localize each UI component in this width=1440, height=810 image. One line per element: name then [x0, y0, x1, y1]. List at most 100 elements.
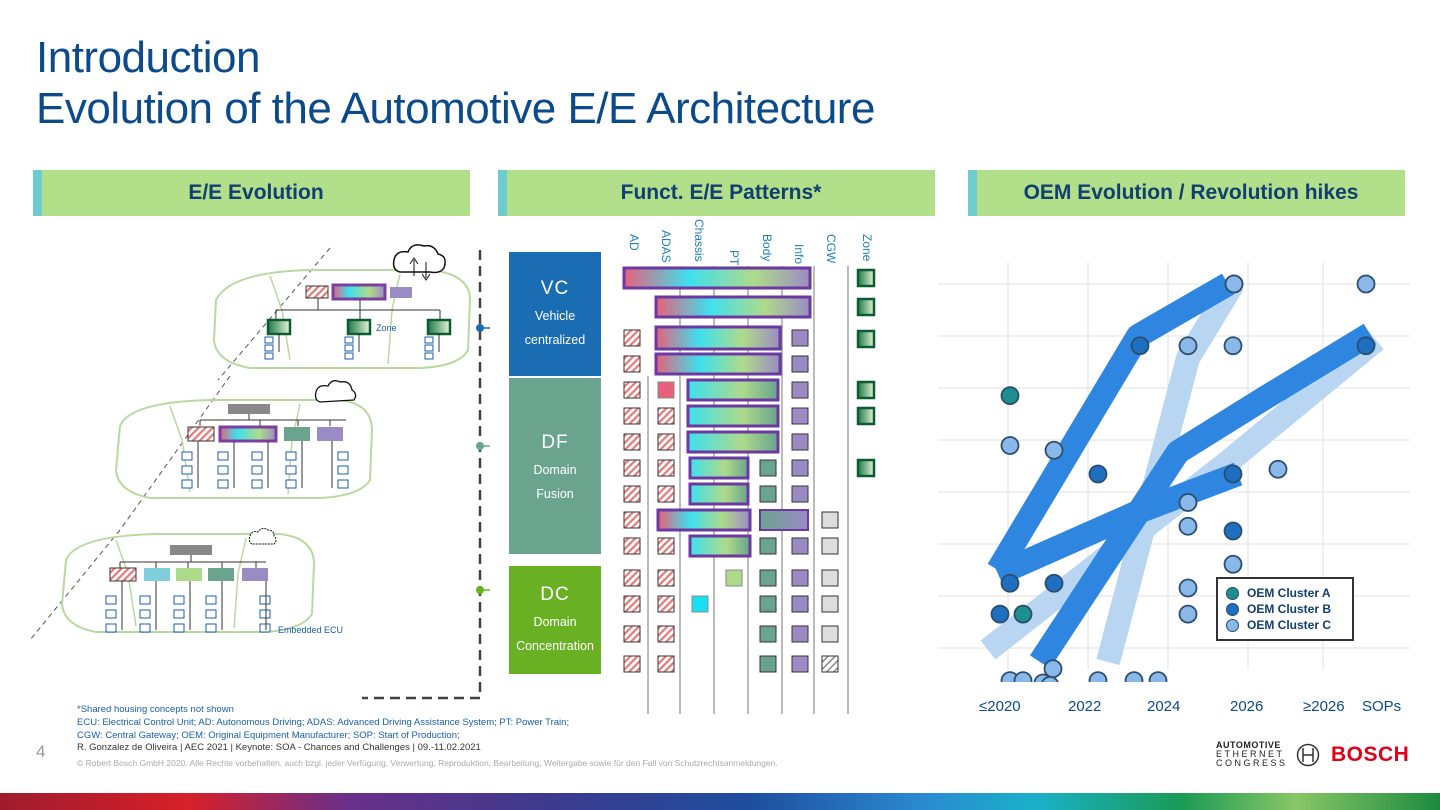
stage-domain-fusion: DF Domain Fusion [509, 378, 601, 554]
point-cluster-b [1088, 464, 1108, 484]
col-label-pt: PT [727, 250, 741, 266]
pattern-row [623, 430, 809, 454]
point-cluster-c [1178, 493, 1198, 512]
stage-desc-line2: Concentration [516, 639, 594, 653]
trend-band-dark [987, 273, 1235, 577]
point-cluster-b [990, 604, 1010, 624]
point-cluster-c [1356, 274, 1376, 294]
stage-desc-line2: Fusion [536, 487, 574, 501]
legend-label: OEM Cluster C [1247, 618, 1332, 632]
stage-vehicle-centralized: VC Vehicle centralized [509, 252, 601, 376]
pattern-row [623, 482, 809, 506]
pattern-row [623, 569, 839, 587]
connector-dot [476, 324, 484, 332]
legend-item: OEM Cluster C [1226, 617, 1352, 633]
col-label-ad: AD [627, 234, 641, 251]
legend-label: OEM Cluster B [1247, 602, 1332, 616]
pattern-row [654, 295, 812, 319]
stage-desc-line1: Vehicle [534, 309, 576, 323]
section-header-patterns: Funct. E/E Patterns* [498, 170, 935, 216]
slide-title-line1: Introduction [36, 33, 260, 82]
pattern-row [623, 655, 839, 673]
trend-band-dark [1029, 323, 1377, 669]
presentation-meta: R. Gonzalez de Oliveira | AEC 2021 | Key… [77, 742, 481, 753]
footnote-shared: *Shared housing concepts not shown [77, 704, 234, 715]
perspective-line [119, 375, 231, 531]
cloud-icon [392, 244, 446, 274]
cloud-icon [314, 380, 357, 403]
x-tick-label: 2022 [1068, 698, 1102, 715]
cloud-icon [248, 527, 277, 545]
trend-band-light [980, 330, 1384, 660]
chart-points [990, 274, 1376, 682]
col-label-zone: Zone [860, 234, 874, 262]
point-cluster-c [1043, 659, 1063, 679]
car-domain-fusion [114, 380, 374, 499]
pattern-row [622, 266, 812, 290]
legend-swatch [1226, 602, 1239, 616]
point-cluster-a [1013, 604, 1033, 624]
point-cluster-c [1013, 671, 1033, 682]
car-domain-concentration [60, 527, 316, 633]
bottom-color-bar [0, 793, 1440, 810]
perspective-line [29, 529, 121, 641]
section-header-evolution: E/E Evolution [33, 170, 470, 216]
stage-abbr: DF [541, 432, 569, 453]
col-label-cgw: CGW [824, 234, 838, 264]
stage-desc-line1: Domain [533, 615, 577, 629]
pattern-row [623, 378, 809, 402]
functional-patterns-grid [622, 266, 876, 714]
point-cluster-c [1088, 671, 1108, 682]
pattern-row [623, 456, 809, 480]
connector-dashed [362, 250, 482, 700]
point-cluster-c [1148, 671, 1168, 682]
pattern-row [623, 625, 839, 643]
connector-dot [476, 586, 484, 594]
legend-item: OEM Cluster A [1226, 585, 1352, 601]
pattern-row [623, 352, 809, 376]
legend-swatch [1226, 618, 1239, 632]
legend-swatch [1226, 586, 1239, 600]
x-tick-label: ≤2020 [979, 698, 1021, 715]
point-cluster-c [1178, 604, 1198, 624]
point-cluster-c [1044, 440, 1064, 460]
point-cluster-b [1223, 521, 1243, 541]
point-cluster-c [1041, 675, 1059, 682]
stage-abbr: DC [540, 584, 570, 605]
footnote-abbr1: ECU: Electrical Control Unit; AD: Autono… [77, 717, 570, 728]
section-header-evolution-label: E/E Evolution [188, 181, 324, 204]
chart-legend: OEM Cluster A OEM Cluster B OEM Cluster … [1216, 577, 1354, 641]
legend-item: OEM Cluster B [1226, 601, 1352, 617]
pattern-row [623, 325, 809, 351]
x-tick-label: 2026 [1230, 698, 1264, 715]
point-cluster-c [1178, 578, 1198, 598]
point-cluster-b [1130, 336, 1150, 356]
point-cluster-c [1178, 516, 1198, 536]
aec-logo-line: ETHERNET [1216, 749, 1285, 759]
car-vehicle-centralized [212, 244, 472, 369]
zone-label: Zone [376, 323, 397, 333]
section-header-oem: OEM Evolution / Revolution hikes [968, 170, 1405, 216]
point-cluster-b [1000, 573, 1020, 593]
chart-bands [980, 273, 1384, 669]
connector-dot [476, 442, 484, 450]
embedded-ecu-label: Embedded ECU [278, 625, 343, 635]
col-label-info: Info [792, 244, 806, 265]
point-cluster-c [1223, 554, 1243, 574]
stage-desc-line1: Domain [533, 463, 577, 477]
point-cluster-c [1000, 436, 1020, 455]
slide-title-line2: Evolution of the Automotive E/E Architec… [36, 84, 875, 133]
point-cluster-c [1268, 459, 1288, 479]
pattern-row [623, 508, 839, 532]
page-number: 4 [36, 742, 46, 761]
point-cluster-b [1356, 336, 1376, 356]
aec-logo: AUTOMOTIVE ETHERNET CONGRESS [1216, 741, 1290, 768]
point-cluster-c [1223, 336, 1243, 356]
section-header-oem-label: OEM Evolution / Revolution hikes [1023, 181, 1359, 204]
col-label-body: Body [760, 234, 774, 262]
stage-domain-concentration: DC Domain Concentration [509, 566, 601, 674]
point-cluster-b [1044, 573, 1064, 593]
zone-column [856, 268, 876, 478]
x-tick-label: 2024 [1147, 698, 1181, 715]
section-header-patterns-label: Funct. E/E Patterns* [620, 181, 822, 204]
